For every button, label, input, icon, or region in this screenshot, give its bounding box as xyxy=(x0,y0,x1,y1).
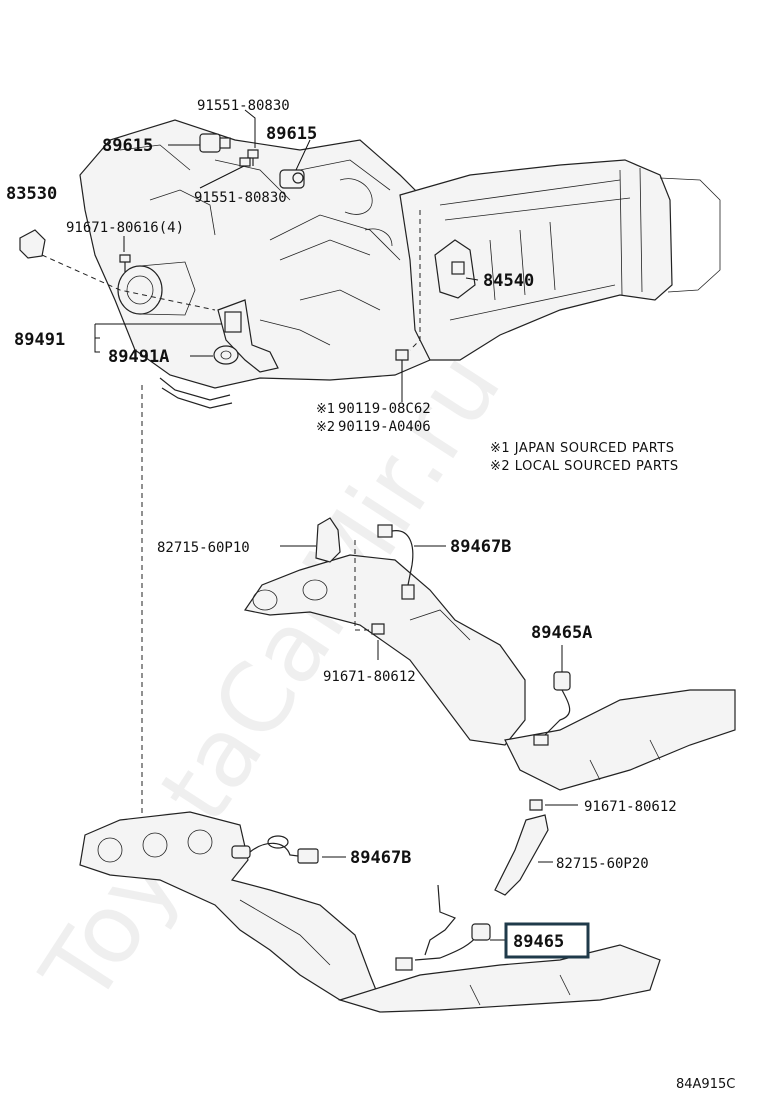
label-90119-08C62: 90119-08C62 xyxy=(338,401,431,417)
label-83530: 83530 xyxy=(6,184,57,204)
highlight-box xyxy=(504,922,590,959)
label-90119-A0406: 90119-A0406 xyxy=(338,419,431,435)
engine-sensors xyxy=(19,133,409,372)
upper-exhaust-leaders xyxy=(280,540,563,672)
transmission-illustration xyxy=(399,159,721,361)
label-91551-bottom: 91551-80830 xyxy=(194,190,287,206)
note-local-sourced: ※2 LOCAL SOURCED PARTS xyxy=(490,459,679,474)
label-89491: 89491 xyxy=(14,330,65,350)
label-82715-60P10: 82715-60P10 xyxy=(157,540,250,556)
note-japan-sourced: ※1 JAPAN SOURCED PARTS xyxy=(490,441,675,456)
label-89465-highlighted[interactable]: 89465 xyxy=(513,932,564,952)
label-91551-top: 91551-80830 xyxy=(197,98,290,114)
label-89467B-lower: 89467B xyxy=(350,848,411,868)
mark-2: ※2 xyxy=(316,420,335,435)
label-89465A: 89465A xyxy=(531,623,592,643)
label-89467B-upper: 89467B xyxy=(450,537,511,557)
label-89615-left: 89615 xyxy=(102,136,153,156)
label-89615-right: 89615 xyxy=(266,124,317,144)
label-91671-80612-lower: 91671-80612 xyxy=(584,799,677,815)
mark-1: ※1 xyxy=(316,402,335,417)
label-91671-80612-upper: 91671-80612 xyxy=(323,669,416,685)
lower-exhaust-illustration xyxy=(79,799,661,1013)
label-91671-80616: 91671-80616(4) xyxy=(66,220,184,236)
diagram-code: 84A915C xyxy=(676,1077,735,1092)
engine-leaders xyxy=(41,109,479,402)
upper-exhaust-illustration xyxy=(243,517,736,791)
label-82715-60P20: 82715-60P20 xyxy=(556,856,649,872)
label-84540: 84540 xyxy=(483,271,534,291)
label-89491A: 89491A xyxy=(108,347,169,367)
engine-illustration xyxy=(79,119,431,409)
